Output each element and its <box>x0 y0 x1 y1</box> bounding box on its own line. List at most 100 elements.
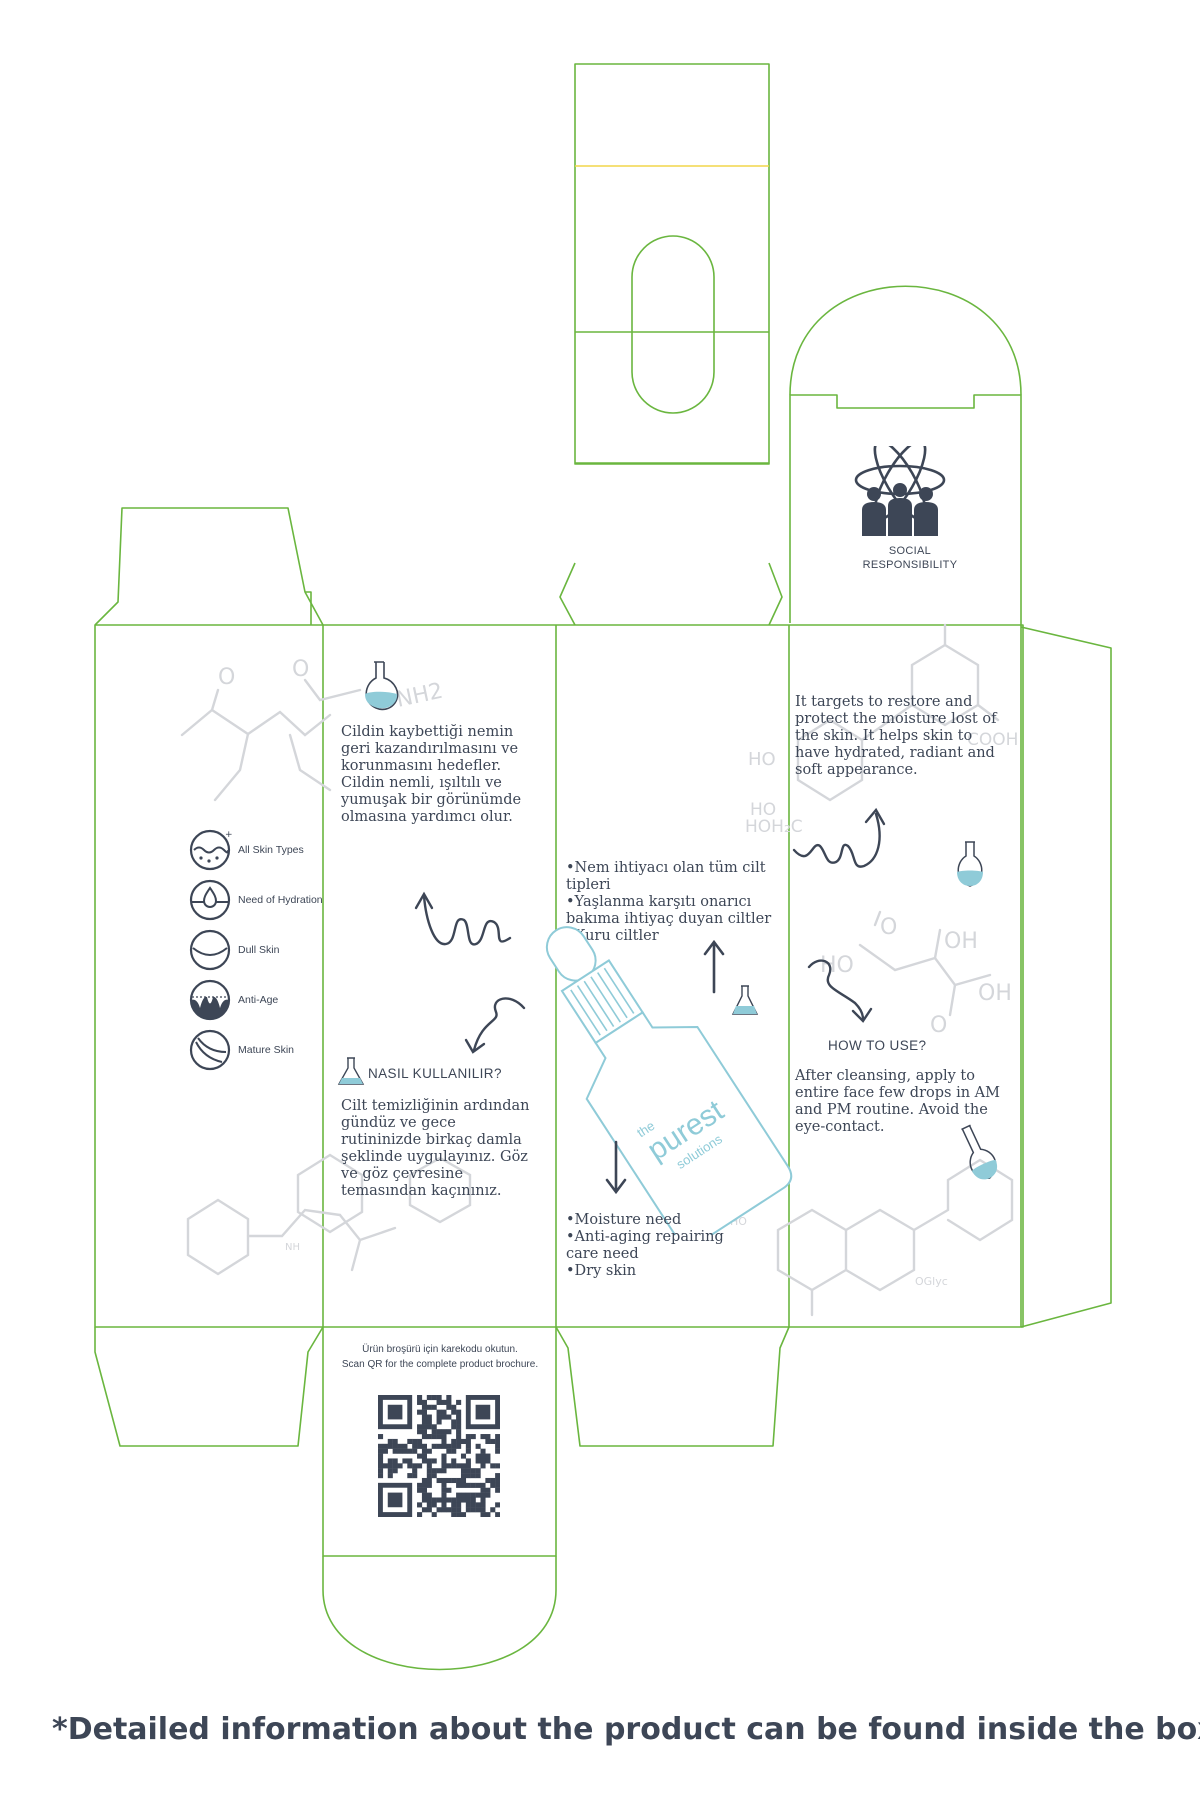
qr-module <box>431 1468 437 1474</box>
qr-module <box>451 1419 457 1425</box>
svg-text:COOH: COOH <box>967 730 1018 750</box>
loop-arrow-icon <box>414 891 512 946</box>
qr-module <box>441 1443 447 1449</box>
atom-family-icon <box>854 446 946 536</box>
qr-module <box>436 1497 442 1503</box>
qr-module <box>421 1434 427 1440</box>
qr-module <box>392 1463 398 1469</box>
qr-module <box>495 1487 500 1493</box>
social-responsibility-label: SOCIAL RESPONSIBILITY <box>820 544 1000 572</box>
list-item: bakıma ihtiyaç duyan ciltler <box>566 911 772 927</box>
qr-module <box>456 1463 462 1469</box>
svg-text:HO: HO <box>750 800 776 820</box>
dropper-bottle-illustration: the purest solutions <box>545 926 793 1235</box>
qr-module <box>495 1443 500 1449</box>
qr-module <box>451 1507 457 1513</box>
right-top-tuck-flap <box>789 394 1022 623</box>
svg-text:O: O <box>218 665 235 690</box>
mature-skin-icon <box>189 1029 231 1071</box>
qr-module <box>431 1395 437 1401</box>
qr-module <box>451 1458 457 1464</box>
qr-module <box>480 1512 486 1517</box>
left-top-flap <box>94 507 324 626</box>
svg-text:NH: NH <box>285 1242 300 1253</box>
qr-module <box>407 1448 413 1454</box>
qr-module <box>426 1473 432 1479</box>
svg-text:+: + <box>225 830 232 840</box>
qr-module <box>465 1448 471 1454</box>
qr-module <box>451 1443 457 1449</box>
qr-module <box>387 1463 393 1469</box>
center-bottom-flap <box>555 1326 790 1447</box>
qr-module <box>417 1453 423 1459</box>
qr-module <box>460 1477 467 1484</box>
qr-module <box>456 1424 462 1430</box>
qr-module <box>460 1468 467 1474</box>
qr-module <box>378 1468 384 1474</box>
qr-module <box>426 1414 432 1420</box>
qr-module <box>495 1473 500 1479</box>
qr-module <box>441 1502 447 1508</box>
qr-module <box>426 1492 432 1498</box>
qr-module <box>382 1443 388 1449</box>
skin-item-anti-age: Anti-Age <box>188 978 278 1022</box>
qr-module <box>417 1502 423 1508</box>
qr-module <box>460 1463 467 1469</box>
qr-module <box>378 1453 384 1459</box>
qr-module <box>378 1443 384 1449</box>
qr-module <box>436 1419 442 1425</box>
qr-module <box>426 1448 432 1454</box>
qr-module <box>460 1453 467 1459</box>
top-closure-panel <box>574 63 770 465</box>
list-item: •Kuru ciltler <box>566 928 659 944</box>
qr-module <box>426 1497 432 1503</box>
social-line-2: RESPONSIBILITY <box>862 559 958 571</box>
qr-module <box>480 1463 486 1469</box>
qr-module <box>456 1434 462 1440</box>
qr-module <box>431 1429 437 1435</box>
qr-module <box>451 1502 457 1508</box>
qr-text-en: Scan QR for the complete product brochur… <box>341 1359 539 1370</box>
qr-module <box>495 1502 500 1508</box>
qr-module <box>475 1468 481 1474</box>
qr-module <box>456 1477 462 1484</box>
svg-text:O: O <box>930 1013 947 1038</box>
qr-module <box>470 1507 476 1513</box>
qr-text-tr: Ürün broşürü için karekodu okutun. <box>362 1344 518 1355</box>
small-flask-icon <box>337 1057 365 1085</box>
qr-module <box>412 1443 418 1449</box>
en-how-to-text: After cleansing, apply to entire face fe… <box>795 1068 1000 1135</box>
qr-module <box>407 1438 413 1444</box>
qr-module <box>465 1502 471 1508</box>
qr-module <box>431 1443 437 1449</box>
qr-module <box>480 1487 486 1493</box>
qr-module <box>417 1429 423 1435</box>
qr-module <box>421 1409 427 1415</box>
qr-module <box>465 1473 471 1479</box>
qr-module <box>426 1507 432 1513</box>
tr-how-to-heading: NASIL KULLANILIR? <box>368 1066 502 1081</box>
qr-module <box>451 1438 457 1444</box>
main-panels-outline <box>94 624 1024 1328</box>
qr-module <box>495 1512 500 1517</box>
qr-module <box>446 1497 452 1503</box>
qr-module <box>485 1438 491 1444</box>
list-item: •Yaşlanma karşıtı onarıcı <box>566 894 752 910</box>
qr-module <box>421 1414 427 1420</box>
qr-module <box>456 1443 462 1449</box>
qr-module <box>431 1424 437 1430</box>
list-item: •Dry skin <box>566 1263 637 1279</box>
qr-module <box>392 1448 398 1454</box>
qr-module <box>397 1448 403 1454</box>
qr-finder <box>387 1404 403 1420</box>
qr-module <box>436 1409 442 1415</box>
qr-module <box>480 1458 486 1464</box>
qr-module <box>480 1453 486 1459</box>
qr-module <box>387 1438 393 1444</box>
qr-module <box>417 1512 423 1517</box>
qr-module <box>451 1424 457 1430</box>
curl-arrow-icon <box>464 997 526 1054</box>
qr-module <box>441 1409 447 1415</box>
qr-module <box>387 1473 393 1479</box>
